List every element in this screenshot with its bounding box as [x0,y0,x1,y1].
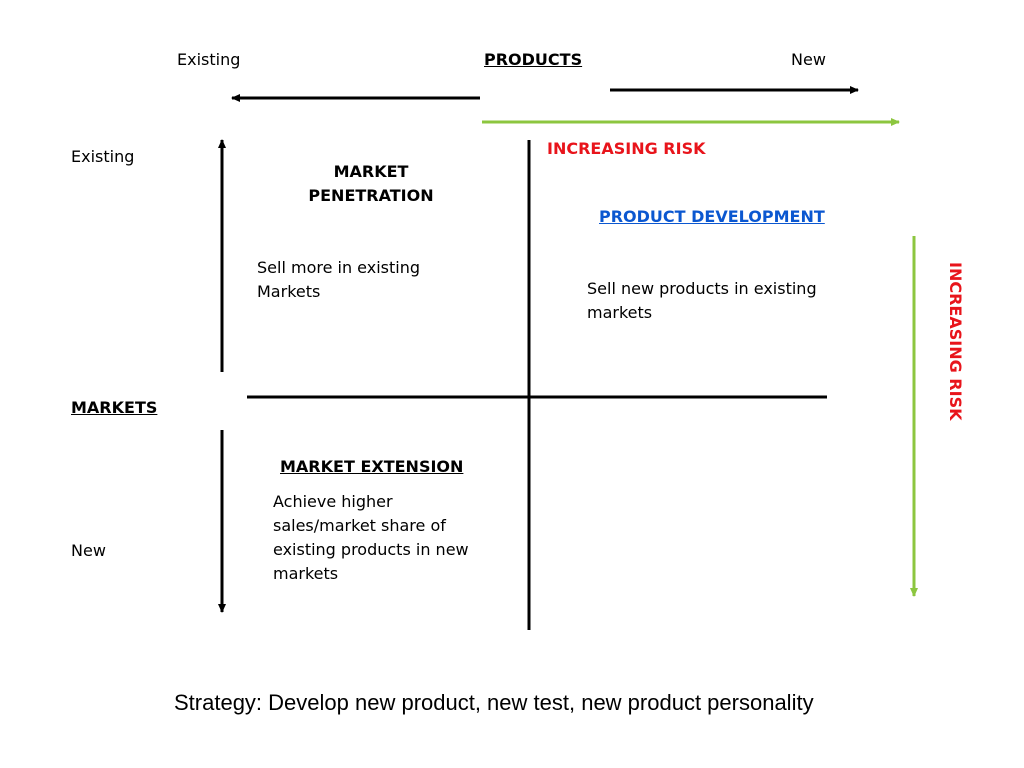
market-extension-title: MARKET EXTENSION [280,457,464,476]
risk-horizontal-label: INCREASING RISK [547,139,706,158]
strategy-footer: Strategy: Develop new product, new test,… [174,690,814,715]
products-title: PRODUCTS [484,50,583,69]
risk-vertical-label: INCREASING RISK [946,262,965,421]
products-existing-label: Existing [177,50,241,69]
products-new-label: New [791,50,826,69]
markets-existing-label: Existing [71,147,135,166]
product-development-title: PRODUCT DEVELOPMENT [599,207,825,226]
product-development-description: Sell new products in existing markets [587,279,817,322]
market-penetration-title: MARKET PENETRATION [308,162,434,205]
market-penetration-description: Sell more in existing Markets [257,258,421,301]
markets-title: MARKETS [71,398,158,417]
markets-new-label: New [71,541,106,560]
market-extension-description: Achieve higher sales/market share of exi… [273,492,469,583]
